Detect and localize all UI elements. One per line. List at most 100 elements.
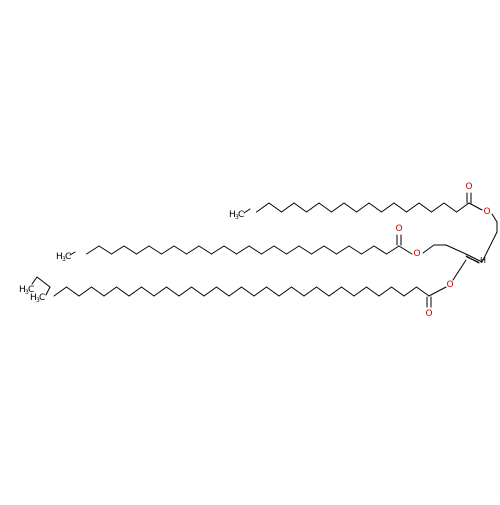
chain-bond (443, 202, 457, 213)
chain-bond (341, 286, 355, 297)
chain-bond (316, 286, 330, 297)
methyl-label-branch: H 3 C (30, 293, 45, 304)
chain-bond (86, 245, 100, 255)
chain-bond (353, 286, 367, 297)
chain-bond (278, 286, 292, 297)
chain-bond (281, 202, 295, 213)
chain-bond (228, 286, 242, 297)
chain-bond (66, 286, 80, 297)
chain-bond (266, 286, 280, 297)
carbon-label: C (65, 252, 71, 262)
chain-bond (166, 286, 180, 297)
hydrogen-count: 3 (25, 289, 29, 296)
chain-bond (198, 245, 212, 255)
chain-bond (286, 245, 300, 255)
ester-bond (468, 202, 483, 211)
chain-bond (111, 245, 125, 255)
chain-bond (393, 202, 407, 213)
ester-bond (452, 259, 467, 281)
chain-bond (241, 286, 255, 297)
chain-bond (356, 202, 370, 213)
bond-layer (31, 192, 498, 308)
chain-bond (136, 245, 150, 255)
chain-bond (378, 286, 392, 297)
methyl-label-middle: H 3 C (56, 252, 71, 263)
ester-oxygen-link-bottom: O (446, 280, 453, 290)
chain-bond (303, 286, 317, 297)
chain-bond (253, 286, 267, 297)
chain-bond (416, 286, 430, 297)
chain-bond (336, 245, 350, 255)
carbon-label: H (56, 252, 63, 262)
chain-bond (248, 245, 262, 255)
ester-bond (428, 286, 447, 297)
chain-bond (191, 286, 205, 297)
hydrogen-count: 3 (235, 214, 239, 221)
backbone-bond (422, 244, 435, 254)
backbone-bond (445, 244, 469, 256)
chain-bond (418, 202, 432, 213)
chain-bond (386, 245, 400, 255)
chain-bond (223, 245, 237, 255)
chain-bond (123, 245, 137, 255)
stereo-hydrogen: H (480, 256, 486, 265)
chain-bond (366, 286, 380, 297)
chain-bond (273, 245, 287, 255)
chain-bond (293, 202, 307, 213)
ester-oxygen-carbonyl-middle: O (395, 224, 402, 234)
carbon-label: H (229, 210, 236, 220)
chain-bond (298, 245, 312, 255)
chain-bond (203, 286, 217, 297)
chain-bond (236, 245, 250, 255)
chain-bond (98, 245, 112, 255)
chain-bond (348, 245, 362, 255)
chain-bond (318, 202, 332, 213)
carbon-label: C (39, 293, 45, 303)
chain-bond (306, 202, 320, 213)
chain-bond (311, 245, 325, 255)
chain-bond (361, 245, 375, 255)
chain-bond (211, 245, 225, 255)
chain-bond (373, 245, 387, 255)
hydrogen-count: 3 (36, 297, 40, 304)
chain-bond (431, 202, 445, 213)
carbon-label: C (28, 285, 34, 295)
chain-bond (343, 202, 357, 213)
chain-bond (148, 245, 162, 255)
backbone-bond (481, 231, 498, 263)
ester-oxygen-link-top: O (483, 207, 490, 217)
chain-bond (53, 286, 67, 297)
ester-bond (491, 213, 498, 223)
chain-bond (161, 245, 175, 255)
ester-bond (398, 245, 413, 255)
carbon-label: H (19, 285, 26, 295)
chain-bond (243, 208, 251, 214)
methyl-label-ethyl: H 3 C (19, 285, 34, 296)
chain-bond (291, 286, 305, 297)
chain-bond (116, 286, 130, 297)
chain-bond (328, 286, 342, 297)
stereo-wedge (466, 256, 479, 263)
chain-bond (368, 202, 382, 213)
chain-bond (456, 202, 470, 213)
chain-bond (173, 245, 187, 255)
methyl-label-top: H 3 C (229, 210, 244, 221)
chain-bond (128, 286, 142, 297)
ester-oxygen-link-middle: O (413, 249, 420, 259)
chain-bond (268, 202, 282, 213)
chain-bond (323, 245, 337, 255)
branch-bond (31, 276, 38, 285)
ester-oxygen-carbonyl-bottom: O (425, 309, 432, 319)
chain-bond (391, 286, 405, 297)
branch-bond (45, 286, 51, 296)
chain-bond (69, 251, 76, 256)
chain-bond (403, 286, 417, 297)
chain-bond (331, 202, 345, 213)
chain-bond (406, 202, 420, 213)
backbone-bond (467, 254, 483, 263)
chain-bond (186, 245, 200, 255)
branch-bond (36, 276, 51, 288)
chain-bond (103, 286, 117, 297)
chain-bond (153, 286, 167, 297)
